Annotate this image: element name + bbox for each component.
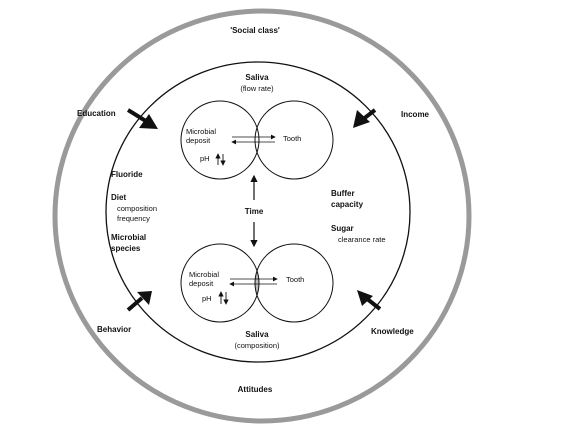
- venn-top-deposit-line2: deposit: [186, 136, 211, 145]
- venn-top-ph-label: pH: [200, 154, 210, 163]
- behavior-label: Behavior: [97, 325, 131, 334]
- social-class-label: 'Social class': [230, 26, 280, 35]
- saliva-top-subtitle: (flow rate): [240, 84, 274, 93]
- arrow-income: [353, 108, 377, 128]
- venn-bottom-deposit-line1: Microbial: [189, 270, 219, 279]
- venn-top-deposit-circle: [180, 100, 260, 180]
- microbial-species-line1: Microbial: [111, 233, 146, 242]
- diet-composition-label: composition: [117, 204, 157, 213]
- fluoride-label: Fluoride: [111, 170, 143, 179]
- inner-circle: [105, 61, 411, 363]
- attitudes-label: Attitudes: [238, 385, 273, 394]
- venn-top-tooth-label: Tooth: [283, 134, 301, 143]
- saliva-bottom-subtitle: (composition): [234, 341, 280, 350]
- diet-label: Diet: [111, 193, 126, 202]
- buffer-capacity-line1: Buffer: [331, 189, 355, 198]
- time-label: Time: [245, 207, 264, 216]
- venn-bottom-tooth-circle: [254, 243, 334, 323]
- arrow-knowledge: [357, 290, 382, 311]
- diet-frequency-label: frequency: [117, 214, 150, 223]
- venn-bottom: Microbial deposit Tooth pH: [180, 243, 334, 323]
- venn-bottom-deposit-line2: deposit: [189, 279, 214, 288]
- venn-top: Microbial deposit Tooth pH: [180, 100, 334, 180]
- sugar-clearance-label: clearance rate: [338, 235, 386, 244]
- sugar-label: Sugar: [331, 224, 354, 233]
- saliva-top-title: Saliva: [245, 73, 269, 82]
- education-label: Education: [77, 109, 116, 118]
- income-label: Income: [401, 110, 430, 119]
- outer-ring: [52, 8, 472, 424]
- venn-top-deposit-line1: Microbial: [186, 127, 216, 136]
- buffer-capacity-line2: capacity: [331, 200, 364, 209]
- venn-bottom-ph-label: pH: [202, 294, 212, 303]
- microbial-species-line2: species: [111, 244, 141, 253]
- venn-top-tooth-circle: [254, 100, 334, 180]
- venn-bottom-deposit-circle: [180, 243, 260, 323]
- saliva-bottom-title: Saliva: [245, 330, 269, 339]
- arrow-behavior: [126, 291, 152, 312]
- venn-bottom-tooth-label: Tooth: [286, 275, 304, 284]
- arrow-education: [126, 108, 158, 129]
- knowledge-label: Knowledge: [371, 327, 414, 336]
